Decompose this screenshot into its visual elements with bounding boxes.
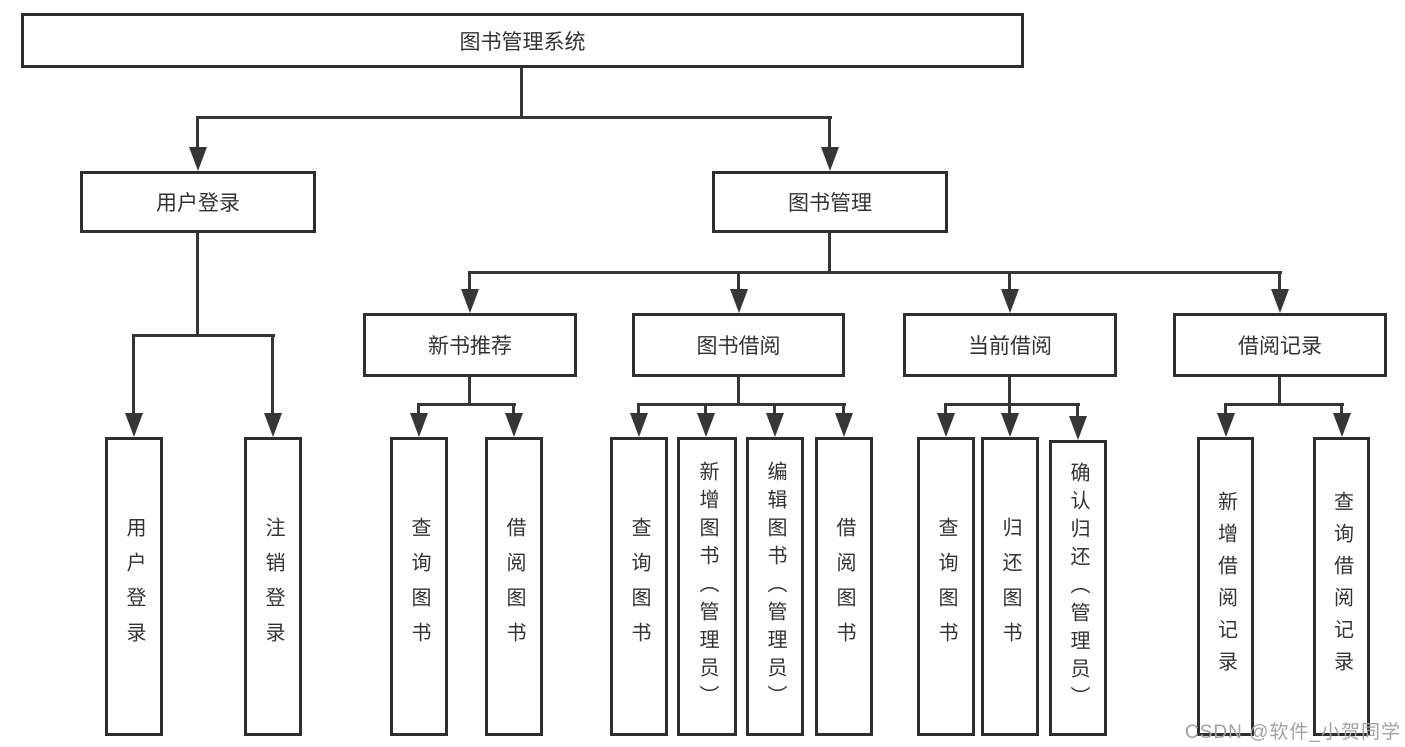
node-book-management: 图书管理	[712, 171, 948, 233]
leaf-add-books-admin-label: 新增图书（管理员）	[696, 460, 718, 713]
node-new-book-recommend-label: 新书推荐	[428, 335, 512, 358]
leaf-recommend-borrow-books-label: 借阅图书	[503, 516, 525, 657]
connector-user-login-rail	[132, 334, 275, 337]
leaf-borrow-query-books-label: 查询图书	[628, 516, 650, 657]
connector-recommend-stem	[468, 377, 471, 406]
arrowhead-down-icon	[1333, 413, 1351, 437]
node-root: 图书管理系统	[21, 13, 1024, 68]
node-root-label: 图书管理系统	[459, 30, 586, 54]
node-current-borrow-label: 当前借阅	[968, 335, 1052, 358]
leaf-recommend-query-books-label: 查询图书	[408, 516, 430, 657]
connector-drop-borrow-query	[637, 403, 640, 418]
arrowhead-down-icon	[125, 413, 143, 437]
arrowhead-down-icon	[1217, 413, 1235, 437]
node-borrow-records-label: 借阅记录	[1238, 335, 1322, 358]
arrowhead-down-icon	[630, 413, 648, 437]
leaf-confirm-return-admin-label: 确认归还（管理员）	[1067, 462, 1089, 714]
connector-current-rail	[944, 403, 1080, 406]
connector-borrow-rail	[637, 403, 846, 406]
leaf-user-login-label: 用户登录	[123, 516, 145, 657]
connector-drop-leaf-logout	[271, 334, 274, 417]
leaf-query-borrow-record: 查询借阅记录	[1313, 437, 1370, 736]
node-book-borrow-label: 图书借阅	[696, 335, 781, 358]
connector-drop-add-record	[1224, 403, 1227, 418]
connector-current-stem	[1008, 377, 1011, 406]
connector-root-rail	[196, 116, 832, 119]
leaf-borrow-books: 借阅图书	[815, 437, 873, 736]
node-user-login-label: 用户登录	[156, 192, 240, 215]
connector-drop-new-book-recommend	[468, 271, 471, 295]
connector-drop-user-login	[196, 116, 199, 152]
arrowhead-down-icon	[821, 147, 839, 171]
arrowhead-down-icon	[410, 413, 428, 437]
leaf-logout-label: 注销登录	[262, 516, 284, 657]
arrowhead-down-icon	[461, 289, 479, 313]
leaf-edit-books-admin-label: 编辑图书（管理员）	[764, 460, 786, 713]
arrowhead-down-icon	[835, 413, 853, 437]
connector-drop-current-borrow	[1008, 271, 1011, 295]
arrowhead-down-icon	[766, 413, 784, 437]
arrowhead-down-icon	[1001, 413, 1019, 437]
connector-drop-confirm-return	[1076, 403, 1079, 418]
connector-drop-borrow-records	[1278, 271, 1281, 295]
connector-user-login-stem	[196, 233, 199, 336]
connector-drop-leaf-user-login	[132, 334, 135, 417]
leaf-add-borrow-record-label: 新增借阅记录	[1214, 490, 1237, 683]
arrowhead-down-icon	[1001, 289, 1019, 313]
arrowhead-down-icon	[1271, 289, 1289, 313]
node-user-login: 用户登录	[80, 171, 316, 233]
connector-drop-book-borrow	[737, 271, 740, 295]
arrowhead-down-icon	[730, 289, 748, 313]
csdn-watermark: CSDN @软件_小贺同学	[1185, 722, 1401, 743]
arrowhead-down-icon	[697, 413, 715, 437]
connector-recommend-rail	[417, 403, 516, 406]
arrowhead-down-icon	[1069, 416, 1087, 440]
node-book-borrow: 图书借阅	[632, 313, 845, 377]
leaf-edit-books-admin: 编辑图书（管理员）	[746, 437, 804, 736]
node-book-management-label: 图书管理	[788, 192, 872, 215]
leaf-return-books-label: 归还图书	[999, 516, 1021, 657]
connector-drop-query-record	[1340, 403, 1343, 418]
connector-drop-add-books	[704, 403, 707, 418]
leaf-current-query-books: 查询图书	[917, 437, 975, 736]
leaf-add-books-admin: 新增图书（管理员）	[677, 437, 737, 736]
node-current-borrow: 当前借阅	[903, 313, 1117, 377]
leaf-recommend-borrow-books: 借阅图书	[485, 437, 543, 736]
leaf-return-books: 归还图书	[981, 437, 1039, 736]
leaf-borrow-books-label: 借阅图书	[833, 516, 855, 657]
node-new-book-recommend: 新书推荐	[363, 313, 577, 377]
leaf-user-login: 用户登录	[105, 437, 163, 736]
leaf-logout: 注销登录	[244, 437, 302, 736]
leaf-borrow-query-books: 查询图书	[610, 437, 668, 736]
connector-drop-book-management	[828, 116, 831, 152]
connector-drop-return-books	[1008, 403, 1011, 418]
arrowhead-down-icon	[505, 413, 523, 437]
connector-drop-recommend-query	[417, 403, 420, 418]
leaf-add-borrow-record: 新增借阅记录	[1197, 437, 1254, 736]
arrowhead-down-icon	[937, 413, 955, 437]
connector-drop-edit-books	[773, 403, 776, 418]
connector-drop-recommend-borrow	[512, 403, 515, 418]
arrowhead-down-icon	[264, 413, 282, 437]
connector-borrow-stem	[737, 377, 740, 406]
connector-root-stem	[520, 68, 523, 119]
connector-records-rail	[1224, 403, 1344, 406]
connector-records-stem	[1278, 377, 1281, 406]
leaf-current-query-books-label: 查询图书	[935, 516, 957, 657]
arrowhead-down-icon	[189, 147, 207, 171]
leaf-recommend-query-books: 查询图书	[390, 437, 448, 736]
connector-drop-current-query	[944, 403, 947, 418]
node-borrow-records: 借阅记录	[1173, 313, 1387, 377]
leaf-query-borrow-record-label: 查询借阅记录	[1330, 490, 1353, 683]
connector-drop-borrow-books	[842, 403, 845, 418]
connector-book-management-stem	[828, 233, 831, 274]
connector-book-management-rail	[468, 271, 1282, 274]
leaf-confirm-return-admin: 确认归还（管理员）	[1049, 440, 1107, 736]
